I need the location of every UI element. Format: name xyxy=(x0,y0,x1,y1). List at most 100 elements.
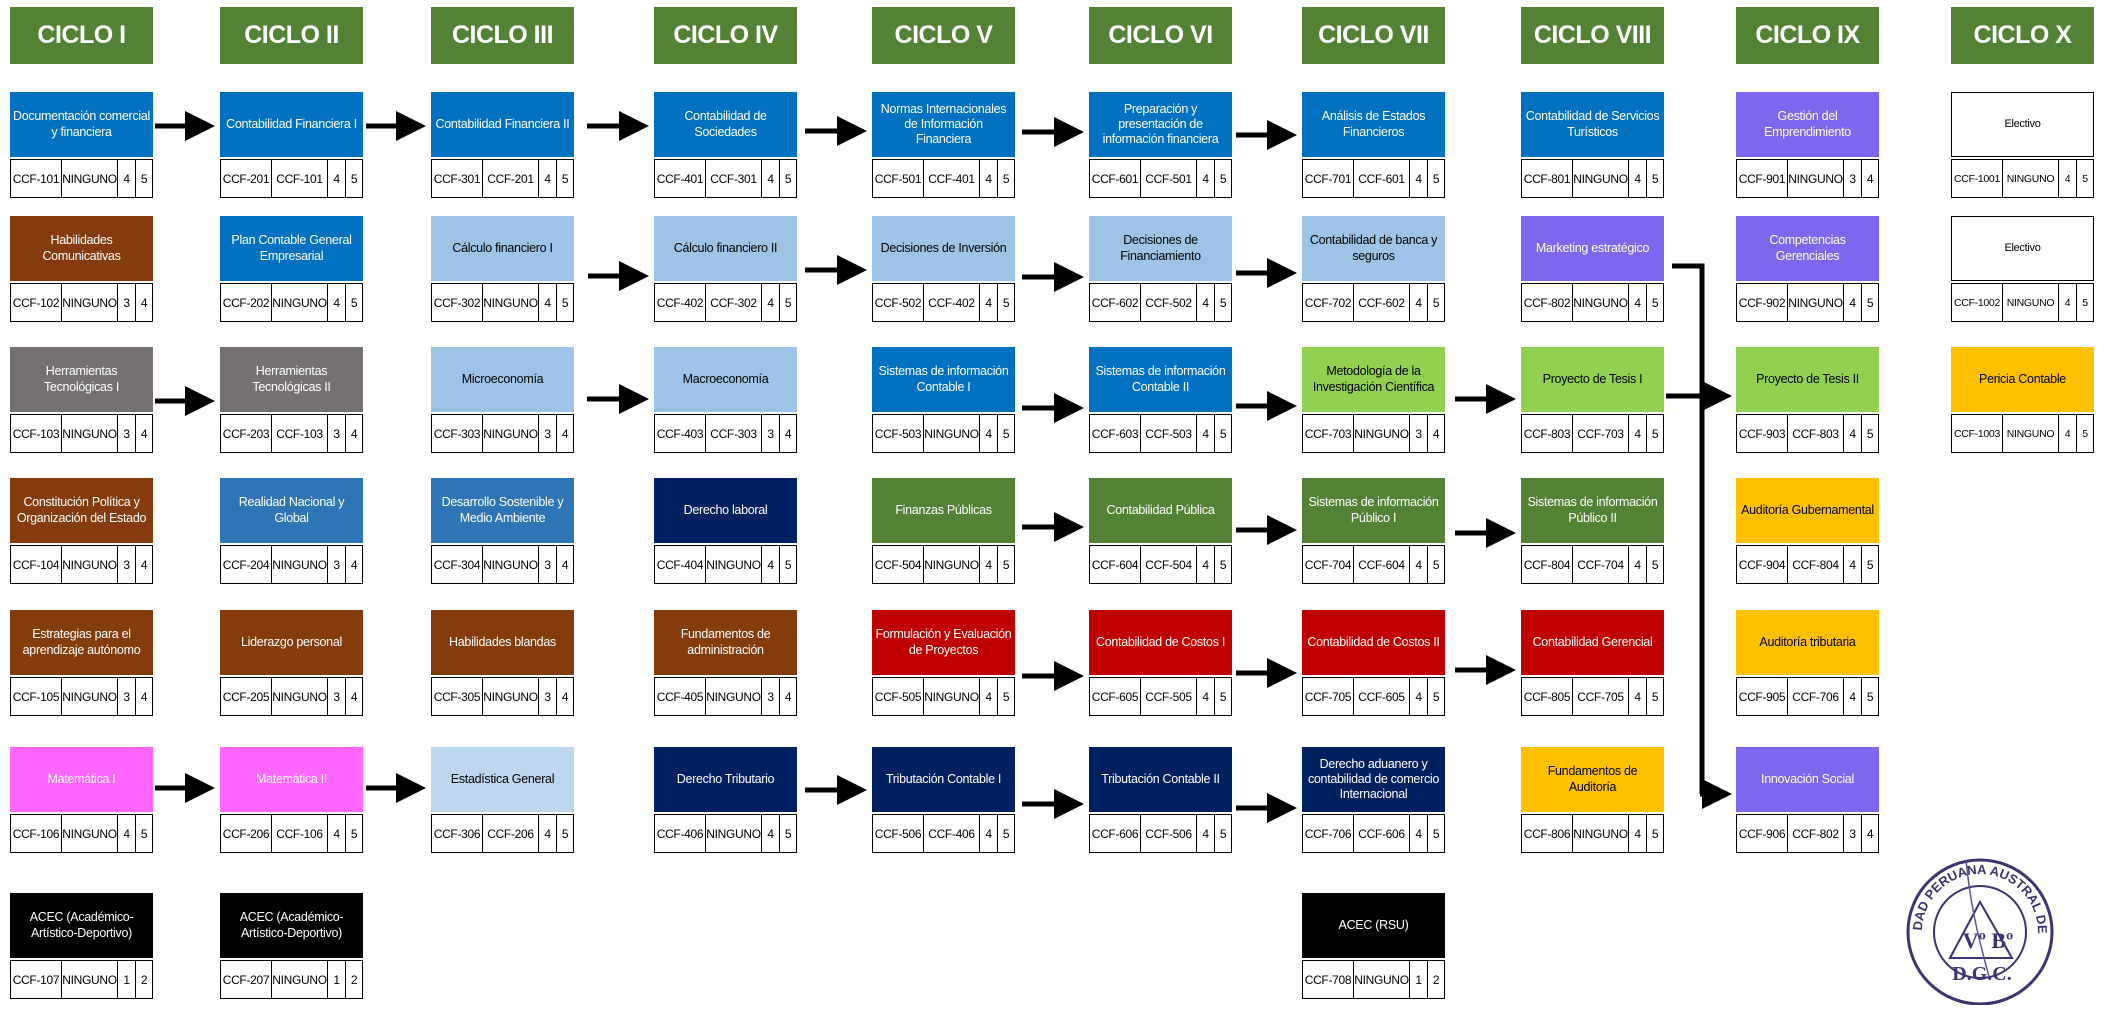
course-code: CCF-604 xyxy=(1090,546,1141,583)
course-title: Decisiones de Inversión xyxy=(872,216,1015,281)
hours-value: 5 xyxy=(1432,171,1440,186)
credits-value: 3 xyxy=(328,678,346,715)
prerequisite-code: CCF-706 xyxy=(1788,678,1844,715)
course-code: CCF-305 xyxy=(432,678,483,715)
course-card[interactable]: Derecho aduanero y contabilidad de comer… xyxy=(1302,747,1445,853)
course-title: Metodología de la Investigación Científi… xyxy=(1302,347,1445,412)
course-title: Fundamentos de administración xyxy=(654,610,797,675)
course-card[interactable]: Estrategias para el aprendizaje autónomo… xyxy=(10,610,153,716)
course-title: Tributación Contable II xyxy=(1089,747,1232,812)
prerequisite-code: CCF-106 xyxy=(272,815,328,852)
hours-value: 5 xyxy=(2082,296,2088,309)
course-card[interactable]: Constitución Política y Organización del… xyxy=(10,478,153,584)
credits-value: 4 xyxy=(1410,546,1428,583)
prerequisite-code: CCF-703 xyxy=(1573,415,1629,452)
prerequisite-code: NINGUNO xyxy=(2003,415,2059,452)
hours-value: 5 xyxy=(784,826,792,841)
course-title: ACEC (RSU) xyxy=(1302,893,1445,958)
prerequisite-code: CCF-503 xyxy=(1141,415,1197,452)
course-title: Proyecto de Tesis II xyxy=(1736,347,1879,412)
credits-value: 3 xyxy=(762,415,780,452)
credits-value: 4 xyxy=(2059,284,2077,321)
course-card[interactable]: Preparación y presentación de informació… xyxy=(1089,92,1232,198)
course-title: Estadística General xyxy=(431,747,574,812)
course-code: CCF-204 xyxy=(221,546,272,583)
credits-value: 3 xyxy=(328,415,346,452)
hours-value: 5 xyxy=(1432,689,1440,704)
course-card[interactable]: Metodología de la Investigación Científi… xyxy=(1302,347,1445,453)
prerequisite-code: NINGUNO xyxy=(483,284,539,321)
course-card[interactable]: ACEC (Académico-Artístico-Deportivo)CCF-… xyxy=(10,893,153,999)
hours-value: 5 xyxy=(350,295,358,310)
course-card[interactable]: ACEC (Académico-Artístico-Deportivo)CCF-… xyxy=(220,893,363,999)
prerequisite-code: NINGUNO xyxy=(1788,284,1844,321)
course-code: CCF-403 xyxy=(655,415,706,452)
course-card[interactable]: Normas Internacionales de Información Fi… xyxy=(872,92,1015,198)
course-title: Liderazgo personal xyxy=(220,610,363,675)
credits-value: 4 xyxy=(1197,284,1215,321)
